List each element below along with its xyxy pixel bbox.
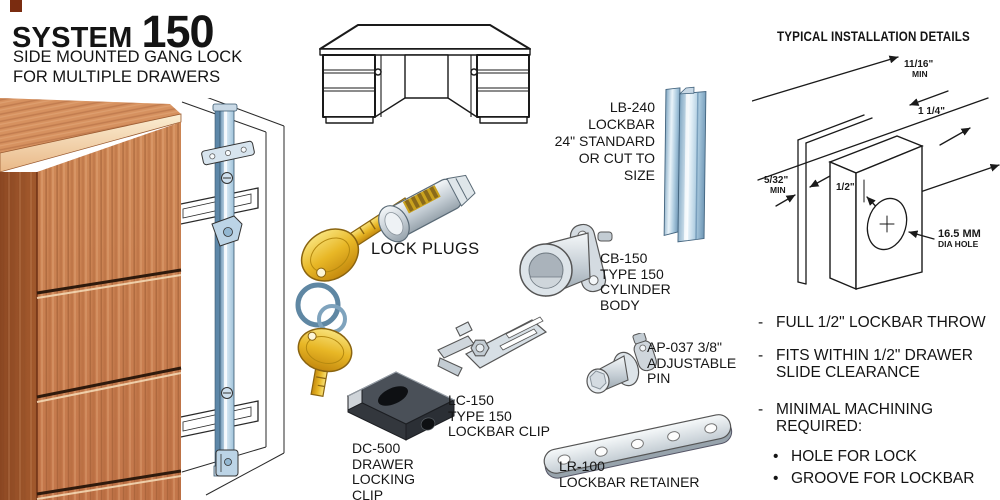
- rear-pin: [597, 231, 613, 242]
- label-ap037: AP-037 3/8" ADJUSTABLE PIN: [647, 339, 737, 386]
- brand-square: [10, 0, 22, 12]
- adjustable-pin-illustration: [586, 333, 657, 394]
- dim-hole-sub: DIA HOLE: [938, 239, 979, 249]
- key-lower: [297, 327, 353, 398]
- dim-1-14: 1 1/4": [918, 106, 945, 117]
- ghost-lockbar-clips: [211, 215, 243, 477]
- wood-cabinet: [0, 98, 182, 500]
- lockbar-clip-illustration: [437, 316, 548, 377]
- drawer-locking-clip-illustration: [346, 371, 456, 441]
- installation-diagram: 11/16" MIN 1 1/4" 5/32" MIN 1/2" 16.5 MM…: [752, 55, 1000, 291]
- feature-item: - FITS WITHIN 1/2" DRAWER SLIDE CLEARANC…: [758, 346, 973, 382]
- ghost-retainer-plate: [201, 140, 255, 166]
- page-subtitle: SIDE MOUNTED GANG LOCK FOR MULTIPLE DRAW…: [13, 48, 242, 87]
- subtitle-line-2: FOR MULTIPLE DRAWERS: [13, 67, 221, 86]
- lockbar-retainer-illustration: [543, 414, 733, 479]
- label-lb240: LB-240 LOCKBAR 24" STANDARD OR CUT TO SI…: [554, 99, 655, 183]
- label-lc150: LC-150 TYPE 150 LOCKBAR CLIP: [448, 392, 550, 439]
- dim-5-32: 5/32": [764, 175, 788, 186]
- feature-list: - FULL 1/2" LOCKBAR THROW - FITS WITHIN …: [758, 314, 1000, 500]
- lock-plugs-illustration: [295, 174, 476, 398]
- key-ring: [295, 282, 347, 334]
- dim-hole: 16.5 MM: [938, 228, 981, 240]
- desk-lock-left: [374, 68, 382, 76]
- page-title: SYSTEM 150: [12, 6, 215, 58]
- ghost-screws: [221, 172, 233, 399]
- lockbar-illustration: [663, 86, 707, 243]
- feature-item: - FULL 1/2" LOCKBAR THROW: [758, 314, 986, 331]
- ghost-lockbar: [212, 103, 238, 477]
- cylinder-body-illustration: [519, 223, 613, 297]
- feature-subitem: • GROOVE FOR LOCKBAR: [773, 470, 975, 487]
- feature-item: - MINIMAL MACHINING REQUIRED:: [758, 400, 934, 436]
- label-lock-plugs: LOCK PLUGS: [371, 240, 480, 258]
- installation-title: TYPICAL INSTALLATION DETAILS: [777, 29, 970, 44]
- label-lr100: LR-100 LOCKBAR RETAINER: [559, 458, 700, 490]
- label-dc500: DC-500 DRAWER LOCKING CLIP: [352, 440, 416, 500]
- dim-11-16: 11/16": [904, 59, 933, 70]
- dim-5-32-min: MIN: [770, 185, 786, 195]
- drawer-gaps: [36, 268, 182, 500]
- cabinet-lockbar-illustration: [0, 98, 285, 500]
- desk-illustration: [319, 24, 531, 124]
- dim-1-2: 1/2": [836, 182, 855, 193]
- feature-subitem: • HOLE FOR LOCK: [773, 447, 917, 465]
- dim-11-16-min: MIN: [912, 69, 928, 79]
- subtitle-line-1: SIDE MOUNTED GANG LOCK: [13, 48, 243, 66]
- title-word: SYSTEM: [12, 22, 133, 54]
- label-cb150: CB-150 TYPE 150 CYLINDER BODY: [600, 250, 671, 313]
- title-number: 150: [141, 6, 214, 57]
- plug-tumbler-ribs: [402, 185, 441, 214]
- desk-lock-right: [470, 68, 478, 76]
- lock-plug-cylinder: [378, 174, 476, 243]
